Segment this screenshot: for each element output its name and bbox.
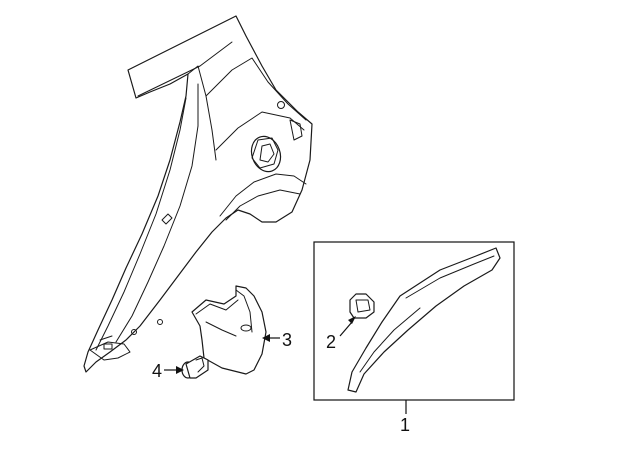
arrow-2 xyxy=(348,316,356,324)
wheel-opening-moulding xyxy=(347,247,501,393)
callout-1: 1 xyxy=(400,415,410,435)
callout-2: 2 xyxy=(326,332,336,352)
quarter-panel xyxy=(83,15,313,373)
arrow-4 xyxy=(176,366,184,374)
leader-2 xyxy=(339,321,353,337)
fuel-door-opening xyxy=(250,135,282,173)
callout-3: 3 xyxy=(282,330,292,350)
callout-4: 4 xyxy=(152,361,162,381)
mud-guard xyxy=(191,285,267,375)
bolt xyxy=(181,355,209,379)
clip xyxy=(349,293,375,319)
inset-box xyxy=(313,241,515,401)
arrow-3 xyxy=(262,334,270,342)
